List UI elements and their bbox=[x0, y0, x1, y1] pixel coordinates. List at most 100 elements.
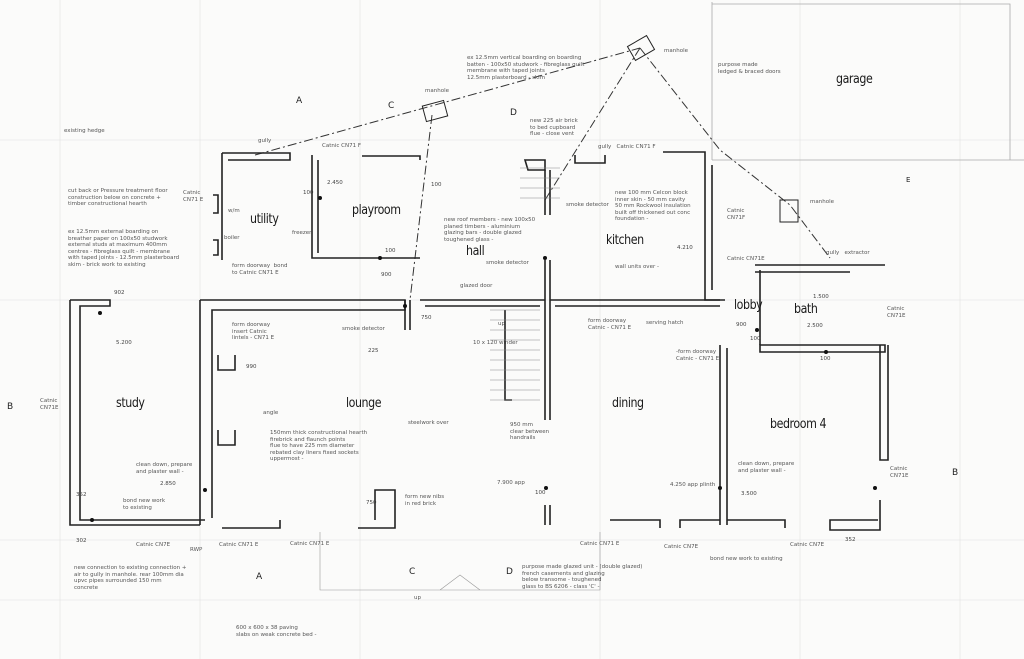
note-catnic: Catnic CN71E bbox=[727, 256, 765, 262]
dimension-label: 2.850 bbox=[160, 481, 176, 487]
note-garage-doors: purpose made ledged & braced doors bbox=[718, 62, 781, 75]
note-steelwork: steelwork over bbox=[408, 420, 449, 426]
note-left-2: ex 12.5mm external boarding on breather … bbox=[68, 229, 180, 268]
note-catnic: Catnic CN71 E bbox=[290, 541, 330, 547]
dimension-label: 900 bbox=[381, 272, 392, 278]
note-paving: 600 x 600 x 38 paving slabs on weak conc… bbox=[236, 625, 317, 638]
section-marker-a: A bbox=[296, 96, 303, 106]
dimension-label: 225 bbox=[368, 348, 379, 354]
note-airbrick: new 225 air brick to bed cupboard flue -… bbox=[530, 118, 578, 137]
note-hall-roof: new roof members - new 100x50 planed tim… bbox=[444, 217, 536, 243]
note-lounge-dim: 7.900 app bbox=[497, 480, 525, 486]
note-bedroom-doorway: -form doorway Catnic - CN71 E bbox=[676, 349, 720, 362]
note-boiler: boiler bbox=[224, 235, 240, 241]
room-label-playroom: playroom bbox=[352, 203, 401, 218]
note-stair-up: up bbox=[498, 321, 505, 327]
note-catnic: Catnic CN7E bbox=[664, 544, 699, 550]
note-bedroom-plaster: clean down, prepare and plaster wall - bbox=[738, 461, 795, 474]
note-rwp: RWP bbox=[190, 547, 203, 553]
dimension-label: 2.500 bbox=[807, 323, 823, 329]
manholes bbox=[421, 34, 799, 223]
section-marker-a: A bbox=[256, 572, 263, 582]
note-smoke-detector: smoke detector bbox=[342, 326, 385, 332]
note-hearth: 150mm thick constructional hearth firebr… bbox=[270, 430, 368, 462]
room-label-hall: hall bbox=[466, 244, 485, 259]
note-catnic: Catnic CN71 E bbox=[219, 542, 259, 548]
section-marker-e: E bbox=[906, 176, 911, 184]
note-glazed-door: glazed door bbox=[460, 283, 493, 289]
note-catnic: Catnic CN71 E bbox=[580, 541, 620, 547]
note-catnic: Catnic CN71E bbox=[890, 466, 909, 479]
room-label-lobby: lobby bbox=[734, 298, 763, 313]
drain-runs bbox=[254, 47, 831, 301]
note-catnic: Catnic CN71 E bbox=[183, 190, 204, 203]
note-new-nibs: form new nibs in red brick bbox=[405, 494, 445, 507]
section-marker-b: B bbox=[952, 468, 959, 478]
dimension-label: 902 bbox=[114, 290, 125, 296]
note-kitchen-floor: new 100 mm Celcon block inner skin - 50 … bbox=[615, 190, 691, 222]
dimension-label: 990 bbox=[246, 364, 257, 370]
dimension-label: 100 bbox=[750, 336, 761, 342]
note-existing-hedge: existing hedge bbox=[64, 128, 105, 134]
section-marker-d: D bbox=[510, 108, 517, 118]
note-smoke-detector: smoke detector bbox=[566, 202, 609, 208]
note-serving-hatch: serving hatch bbox=[646, 320, 684, 326]
garage-outline bbox=[711, 2, 1024, 161]
room-label-lounge: lounge bbox=[346, 396, 382, 411]
note-plinth: 4.250 app plinth bbox=[670, 482, 716, 488]
note-catnic: Catnic CN71E bbox=[40, 398, 59, 411]
room-label-dining: dining bbox=[612, 396, 644, 411]
note-glazed-unit: purpose made glazed unit - (double glaze… bbox=[522, 564, 643, 590]
dimension-label: 900 bbox=[736, 322, 747, 328]
dimension-label: 100 bbox=[303, 190, 314, 196]
dimension-label: 100 bbox=[820, 356, 831, 362]
note-lounge-doorway: form doorway insert Catnic lintels - CN7… bbox=[232, 322, 275, 341]
note-wm: w/m bbox=[228, 208, 240, 214]
dimension-label: 100 bbox=[535, 490, 546, 496]
note-catnic: Catnic CN71 F bbox=[322, 143, 362, 149]
note-smoke-detector: smoke detector bbox=[486, 260, 529, 266]
note-manhole: manhole bbox=[810, 199, 834, 205]
section-marker-c: C bbox=[409, 567, 416, 577]
note-roof-spec: ex 12.5mm vertical boarding on boarding … bbox=[467, 55, 585, 81]
note-gully: gully Catnic CN71 F bbox=[598, 144, 656, 150]
section-marker-c: C bbox=[388, 101, 395, 111]
dimension-label: 100 bbox=[385, 248, 396, 254]
note-gully-extractor: gully extractor bbox=[826, 250, 870, 256]
note-wall-units: wall units over - bbox=[615, 264, 659, 270]
dimension-label: 1.500 bbox=[813, 294, 829, 300]
note-dining-doorway: form doorway Catnic - CN71 E bbox=[588, 318, 632, 331]
dimension-label: 352 bbox=[76, 492, 87, 498]
dimension-label: 5.200 bbox=[116, 340, 132, 346]
note-catnic: Catnic CN71E bbox=[887, 306, 906, 319]
note-catnic: Catnic CN7E bbox=[790, 542, 825, 548]
note-drain-connection: new connection to existing connection + … bbox=[74, 565, 187, 591]
note-manhole: manhole bbox=[425, 88, 449, 94]
note-catnic: Catnic CN71F bbox=[727, 208, 746, 221]
section-marker-d: D bbox=[506, 567, 513, 577]
note-angle: angle bbox=[263, 410, 279, 416]
dimension-label: 352 bbox=[845, 537, 856, 543]
dimension-label: 100 bbox=[431, 182, 442, 188]
note-catnic: Catnic CN7E bbox=[136, 542, 171, 548]
note-left-1: cut back or Pressure treatment floor con… bbox=[68, 188, 168, 207]
dimension-dots bbox=[90, 196, 877, 522]
dimension-label: 3.500 bbox=[741, 491, 757, 497]
note-stair-handrails: 950 mm clear between handrails bbox=[510, 422, 550, 441]
note-gully: gully bbox=[258, 138, 272, 144]
note-stair-winder: 10 x 120 winder bbox=[473, 340, 518, 346]
room-label-kitchen: kitchen bbox=[606, 233, 644, 248]
note-bond-bedroom: bond new work to existing bbox=[710, 556, 783, 562]
dimension-label: 4.210 bbox=[677, 245, 693, 251]
note-patio-up: up bbox=[414, 595, 421, 601]
note-bond-study: bond new work to existing bbox=[123, 498, 166, 511]
note-manhole: manhole bbox=[664, 48, 688, 54]
room-label-utility: utility bbox=[250, 212, 279, 227]
stair bbox=[490, 167, 560, 401]
room-label-study: study bbox=[116, 396, 145, 411]
patio-steps bbox=[319, 532, 601, 591]
dimension-label: 302 bbox=[76, 538, 87, 544]
dimension-label: 750 bbox=[366, 500, 377, 506]
